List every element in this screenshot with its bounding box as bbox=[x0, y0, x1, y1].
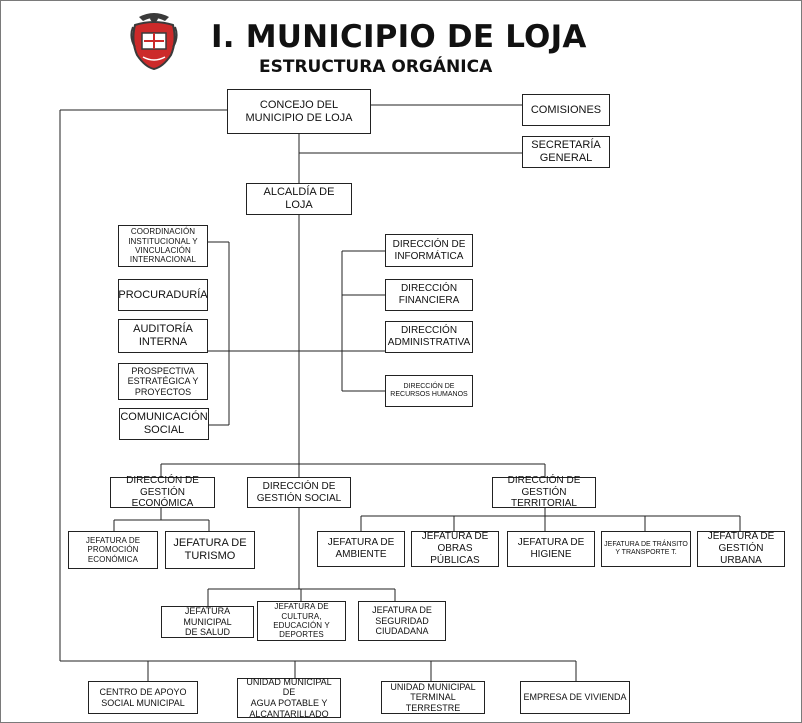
box-jef-urbana: JEFATURA DE GESTIÓN URBANA bbox=[697, 531, 785, 567]
box-dir-economica: DIRECCIÓN DE GESTIÓN ECONÓMICA bbox=[110, 475, 215, 509]
box-prospectiva: PROSPECTIVA ESTRATÉGICA Y PROYECTOS bbox=[118, 363, 208, 400]
box-procuraduria: PROCURADURÍA bbox=[118, 279, 208, 311]
box-jef-higiene: JEFATURA DE HIGIENE bbox=[507, 531, 595, 567]
box-empresa-vivienda: EMPRESA DE VIVIENDA bbox=[520, 681, 630, 714]
box-jef-promocion: JEFATURA DE PROMOCIÓN ECONÓMICA bbox=[68, 531, 158, 569]
box-dir-territorial: DIRECCIÓN DE GESTIÓN TERRITORIAL bbox=[492, 475, 596, 509]
box-dir-financiera: DIRECCIÓN FINANCIERA bbox=[385, 279, 473, 311]
page-subtitle: ESTRUCTURA ORGÁNICA bbox=[259, 57, 493, 77]
box-alcaldia: ALCALDÍA DE LOJA bbox=[246, 183, 352, 215]
box-jef-turismo: JEFATURA DE TURISMO bbox=[165, 531, 255, 569]
box-concejo: CONCEJO DEL MUNICIPIO DE LOJA bbox=[227, 89, 371, 134]
box-jef-ambiente: JEFATURA DE AMBIENTE bbox=[317, 531, 405, 567]
box-unidad-agua: UNIDAD MUNICIPAL DE AGUA POTABLE Y ALCAN… bbox=[237, 677, 341, 719]
box-jef-transito: JEFATURA DE TRÁNSITO Y TRANSPORTE T. bbox=[601, 531, 691, 567]
box-auditoria: AUDITORÍA INTERNA bbox=[118, 319, 208, 353]
box-jef-cultura: JEFATURA DE CULTURA, EDUCACIÓN Y DEPORTE… bbox=[257, 601, 346, 641]
box-dir-social: DIRECCIÓN DE GESTIÓN SOCIAL bbox=[247, 477, 351, 508]
box-comisiones: COMISIONES bbox=[522, 94, 610, 126]
box-jef-seguridad: JEFATURA DE SEGURIDAD CIUDADANA bbox=[358, 601, 446, 641]
box-coordinacion: COORDINACIÓN INSTITUCIONAL Y VINCULACIÓN… bbox=[118, 225, 208, 267]
page-title: I. MUNICIPIO DE LOJA bbox=[211, 19, 587, 55]
box-dir-administrativa: DIRECCIÓN ADMINISTRATIVA bbox=[385, 321, 473, 353]
box-comunicacion: COMUNICACIÓN SOCIAL bbox=[119, 408, 209, 440]
coat-of-arms-icon bbox=[130, 13, 178, 71]
box-jef-obras: JEFATURA DE OBRAS PÚBLICAS bbox=[411, 531, 499, 567]
box-jef-salud: JEFATURA MUNICIPAL DE SALUD bbox=[161, 606, 254, 638]
box-centro-apoyo: CENTRO DE APOYO SOCIAL MUNICIPAL bbox=[88, 681, 198, 714]
box-secretaria: SECRETARÍA GENERAL bbox=[522, 136, 610, 168]
box-dir-informatica: DIRECCIÓN DE INFORMÁTICA bbox=[385, 234, 473, 267]
box-unidad-terminal: UNIDAD MUNICIPAL TERMINAL TERRESTRE bbox=[381, 681, 485, 714]
box-dir-rrhh: DIRECCIÓN DE RECURSOS HUMANOS bbox=[385, 375, 473, 407]
